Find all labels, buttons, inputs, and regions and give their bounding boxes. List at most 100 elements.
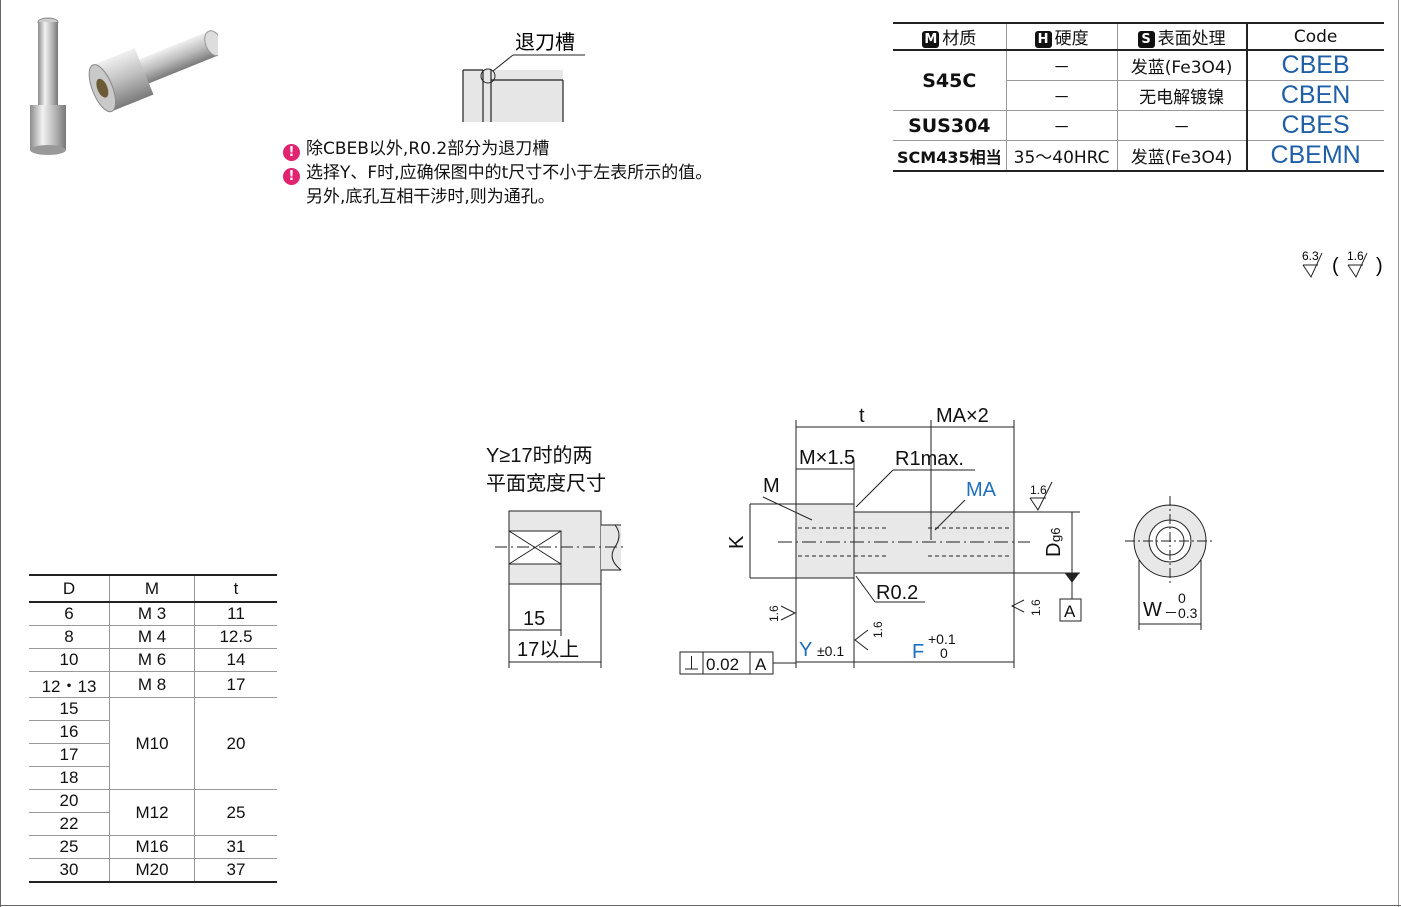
rough-16-mid: 1.6: [871, 621, 885, 638]
flats-note-line1: Y≥17时的两: [486, 444, 593, 467]
material-cell: SCM435相当: [893, 140, 1007, 172]
surface-roughness-symbol: 6.3 ( 1.6 ): [1302, 249, 1383, 279]
note-1-text: 除CBEB以外,R0.2部分为退刀槽: [306, 139, 550, 159]
hardness-cell: －: [1005, 110, 1118, 141]
t-cell: 31: [194, 835, 277, 859]
datum-a: A: [1064, 602, 1076, 621]
svg-text:(: (: [1332, 255, 1339, 277]
label-f: F: [912, 641, 924, 663]
notes: ! 除CBEB以外,R0.2部分为退刀槽 !选择Y、F时,应确保图中的t尺寸不小于…: [283, 137, 712, 209]
hardness-cell: －: [1005, 80, 1118, 111]
m-cell: M 4: [109, 625, 195, 649]
frame-left-line: [0, 0, 1, 907]
treatment-cell: 发蓝(Fe3O4): [1116, 50, 1247, 81]
d-cell: 18: [29, 766, 110, 790]
alert-icon: !: [283, 168, 300, 185]
note-3-text: 另外,底孔互相干涉时,则为通孔。: [306, 187, 555, 207]
header-label: 表面处理: [1157, 29, 1226, 49]
t-cell: 17: [194, 671, 277, 698]
label-f-tol-low: 0: [940, 645, 948, 661]
m-cell: M12: [109, 789, 195, 836]
rough-16-right: 1.6: [1029, 599, 1043, 616]
label-g6: g6: [1048, 528, 1063, 542]
frame-bottom-line: [0, 905, 1401, 906]
t-cell: 14: [194, 648, 277, 672]
m-cell: M16: [109, 835, 195, 859]
treatment-cell: 无电解镀镍: [1116, 80, 1247, 111]
dim-header-d: D: [29, 574, 110, 603]
w-tol-up: 0: [1178, 590, 1186, 606]
d-cell: 16: [29, 720, 110, 744]
roughness-main-value: 6.3: [1302, 249, 1319, 263]
m-cell: M 3: [109, 602, 195, 626]
d-cell: 8: [29, 625, 110, 649]
dim-15: 15: [523, 608, 545, 630]
code-link[interactable]: CBEB: [1245, 50, 1384, 81]
rough-16-left: 1.6: [767, 605, 781, 622]
d-cell: 6: [29, 602, 110, 626]
table-row: 18: [29, 766, 277, 790]
hardness-cell: 35～40HRC: [1005, 140, 1118, 172]
svg-text:): ): [1376, 255, 1383, 277]
m-cell: M10: [109, 697, 195, 790]
label-r02: R0.2: [876, 582, 918, 604]
label-t: t: [859, 405, 865, 427]
note-2: !选择Y、F时,应确保图中的t尺寸不小于左表所示的值。: [283, 161, 712, 185]
label-y: Y: [799, 639, 812, 661]
label-d: D: [1043, 543, 1065, 557]
material-cell: S45C: [893, 50, 1007, 111]
t-cell: 20: [194, 697, 277, 790]
header-label: Code: [1293, 26, 1338, 47]
material-row: SCM435相当 35～40HRC 发蓝(Fe3O4) CBEMN: [893, 140, 1384, 172]
label-f-tol-up: +0.1: [928, 631, 956, 647]
code-link[interactable]: CBEMN: [1245, 140, 1384, 172]
dim-17: 17以上: [517, 638, 579, 661]
header-badge: S: [1137, 31, 1155, 48]
d-cell: 22: [29, 812, 110, 836]
rough-16-top: 1.6: [1030, 483, 1047, 497]
perp-value: 0.02: [706, 655, 739, 674]
m-cell: M 6: [109, 648, 195, 672]
note-3: 另外,底孔互相干涉时,则为通孔。: [283, 185, 712, 209]
label-max2: MA×2: [936, 405, 989, 427]
t-cell: 25: [194, 789, 277, 836]
d-cell: 12・13: [29, 671, 110, 698]
d-cell: 15: [29, 697, 110, 721]
d-cell: 20: [29, 789, 110, 813]
code-link[interactable]: CBES: [1245, 110, 1384, 141]
code-link[interactable]: CBEN: [1245, 80, 1384, 111]
header-badge: M: [922, 31, 940, 48]
material-cell: SUS304: [893, 110, 1007, 141]
table-row: 16: [29, 720, 277, 744]
d-cell: 17: [29, 743, 110, 767]
t-cell: 11: [194, 602, 277, 626]
treatment-cell: －: [1116, 110, 1247, 141]
label-k: K: [726, 535, 748, 549]
dim-header: D M t: [29, 574, 277, 603]
label-y-tol: ±0.1: [817, 643, 844, 659]
table-row: 22: [29, 812, 277, 836]
groove-label: 退刀槽: [515, 31, 575, 54]
t-cell: 37: [194, 858, 277, 883]
table-row: 17: [29, 743, 277, 767]
d-cell: 25: [29, 835, 110, 859]
roughness-sub-value: 1.6: [1347, 249, 1364, 263]
alert-icon: !: [283, 144, 300, 161]
label-r1: R1max.: [895, 448, 964, 470]
header-badge: H: [1034, 31, 1052, 48]
perp-datum: A: [755, 655, 767, 674]
groove-detail: 退刀槽: [462, 31, 585, 122]
m-cell: M 8: [109, 671, 195, 698]
label-w: W: [1143, 599, 1162, 621]
